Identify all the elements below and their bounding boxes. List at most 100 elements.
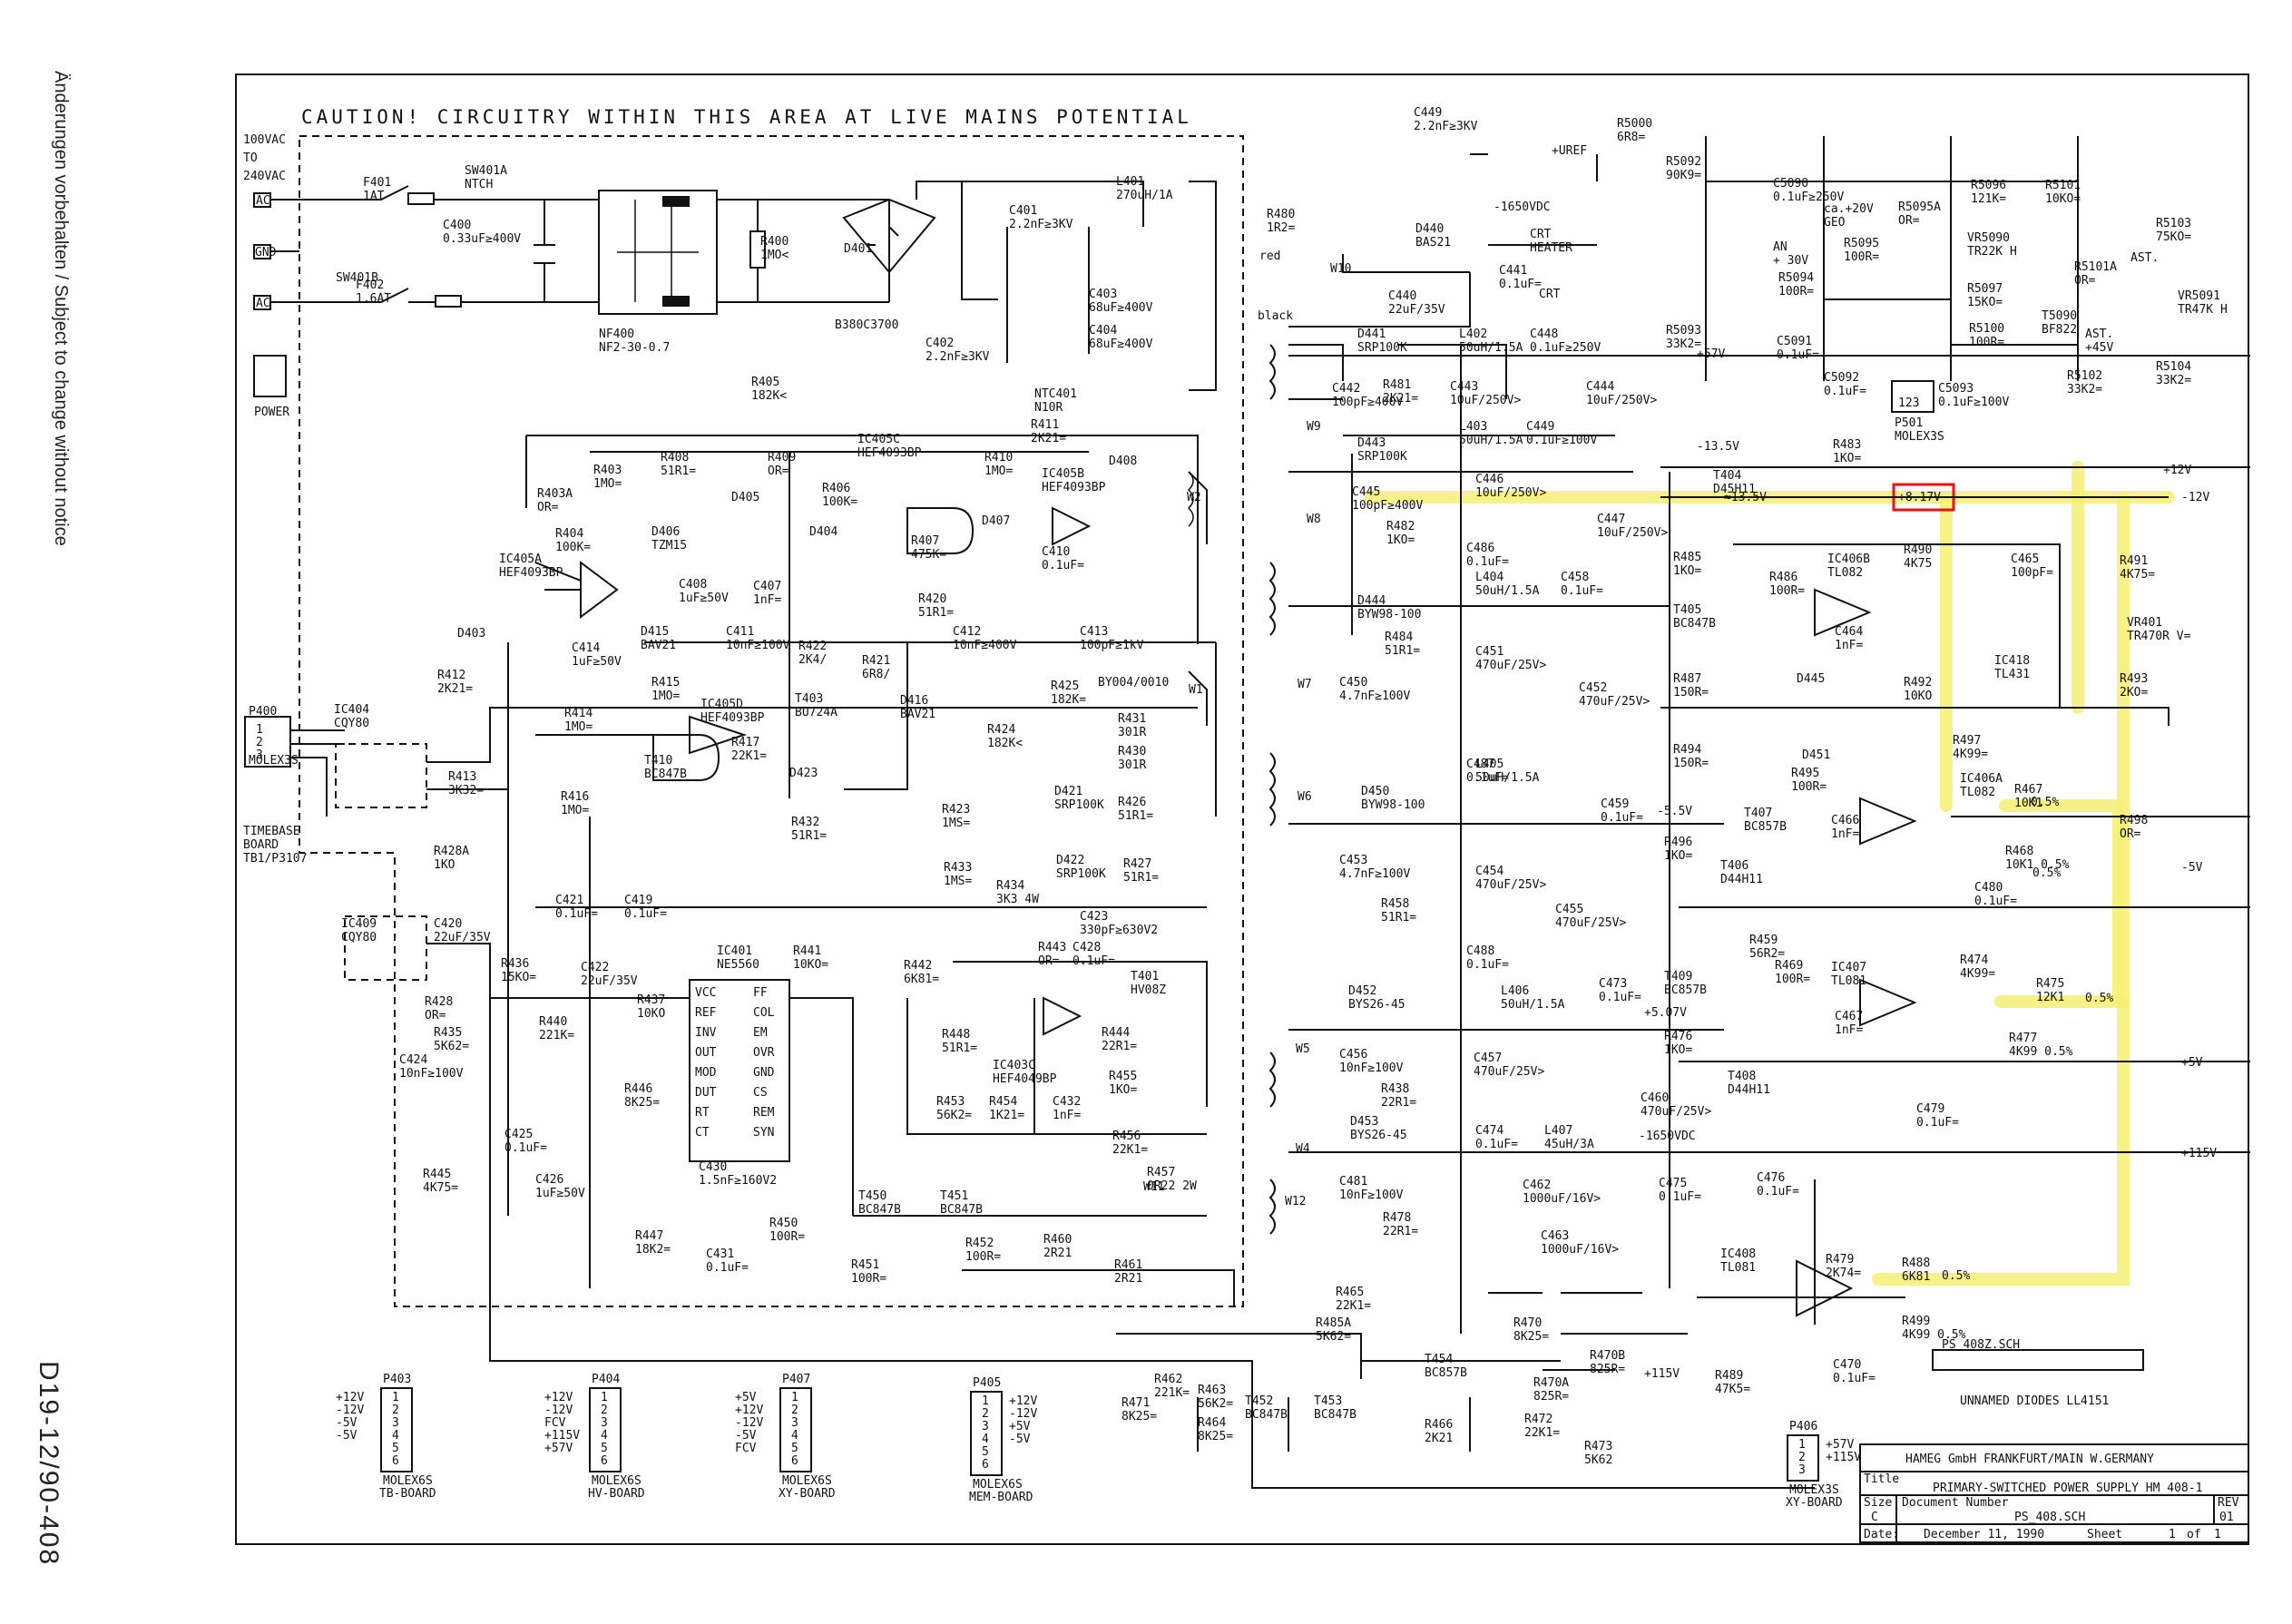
svg-text:REV: REV (2218, 1496, 2239, 1510)
connector-label: MOLEX6S (973, 1478, 1023, 1492)
connector-pin: 2 (1798, 1451, 1806, 1464)
connector-signal: FCV (735, 1442, 757, 1455)
component-label-red: red (1259, 249, 1280, 263)
optocoupler-area (244, 707, 1815, 1489)
connector-signal: +115V (544, 1429, 580, 1443)
ic401-pin-label: COL (753, 1006, 775, 1020)
component-label-d445: D445 (1797, 672, 1825, 686)
connector-signal: +12V (735, 1404, 763, 1417)
connector-signal: +5V (735, 1391, 757, 1404)
connector-p407: P407123456+5V+12V-12V-5VFCVMOLEX6SXY-BOA… (735, 1373, 836, 1501)
connector-signal: +57V (544, 1442, 573, 1455)
net-label: +5.07V (1644, 1006, 1687, 1020)
sheet-border (235, 73, 2249, 1545)
connector-board: HV-BOARD (588, 1487, 645, 1501)
component-label-w12: W12 (1285, 1195, 1306, 1208)
net-label: -1650VDC (1639, 1130, 1696, 1143)
net-label: -13.5V (1697, 440, 1739, 454)
component-label-ast45: AST.+45V (2085, 328, 2113, 355)
connector-label: MOLEX6S (383, 1474, 433, 1488)
connector-pin: 5 (392, 1442, 399, 1455)
unnamed-diodes-note: UNNAMED DIODES LL4151 (1960, 1394, 2109, 1408)
connector-board: XY-BOARD (779, 1487, 836, 1501)
svg-text:100VAC: 100VAC (243, 133, 286, 147)
component-label-black: black (1258, 309, 1293, 323)
net-label: +UREF (1552, 144, 1587, 158)
net-label: +57V (1697, 347, 1725, 361)
mains-input: 100VAC TO 240VAC AC GND AC POWER (243, 133, 936, 419)
ic401-pin-label: SYN (753, 1126, 774, 1140)
component-label-d404: D404 (809, 525, 837, 539)
component-label-d403: D403 (457, 627, 485, 641)
secondary-stage (1116, 136, 2250, 1452)
ic401-pin-label: RT (695, 1106, 710, 1120)
connector-pin: 6 (982, 1458, 989, 1472)
component-label-w2: W2 (1187, 491, 1201, 504)
component-label-sw401b: SW401B (336, 271, 378, 285)
connector-name: P407 (782, 1373, 810, 1386)
connector-signal: +12V (544, 1391, 573, 1404)
net-label: -12V (2181, 491, 2209, 504)
component-label-ast: AST. (2130, 251, 2159, 265)
connector-pin: 5 (601, 1442, 608, 1455)
tolerance-label: 0.5% (2085, 992, 2113, 1005)
component-label-p501pins: 123 (1898, 396, 1919, 410)
connector-signal: -12V (1009, 1407, 1037, 1421)
ic401-pin-label: REM (753, 1106, 775, 1120)
connector-pin: 2 (392, 1404, 399, 1417)
connector-pin: 2 (791, 1404, 798, 1417)
